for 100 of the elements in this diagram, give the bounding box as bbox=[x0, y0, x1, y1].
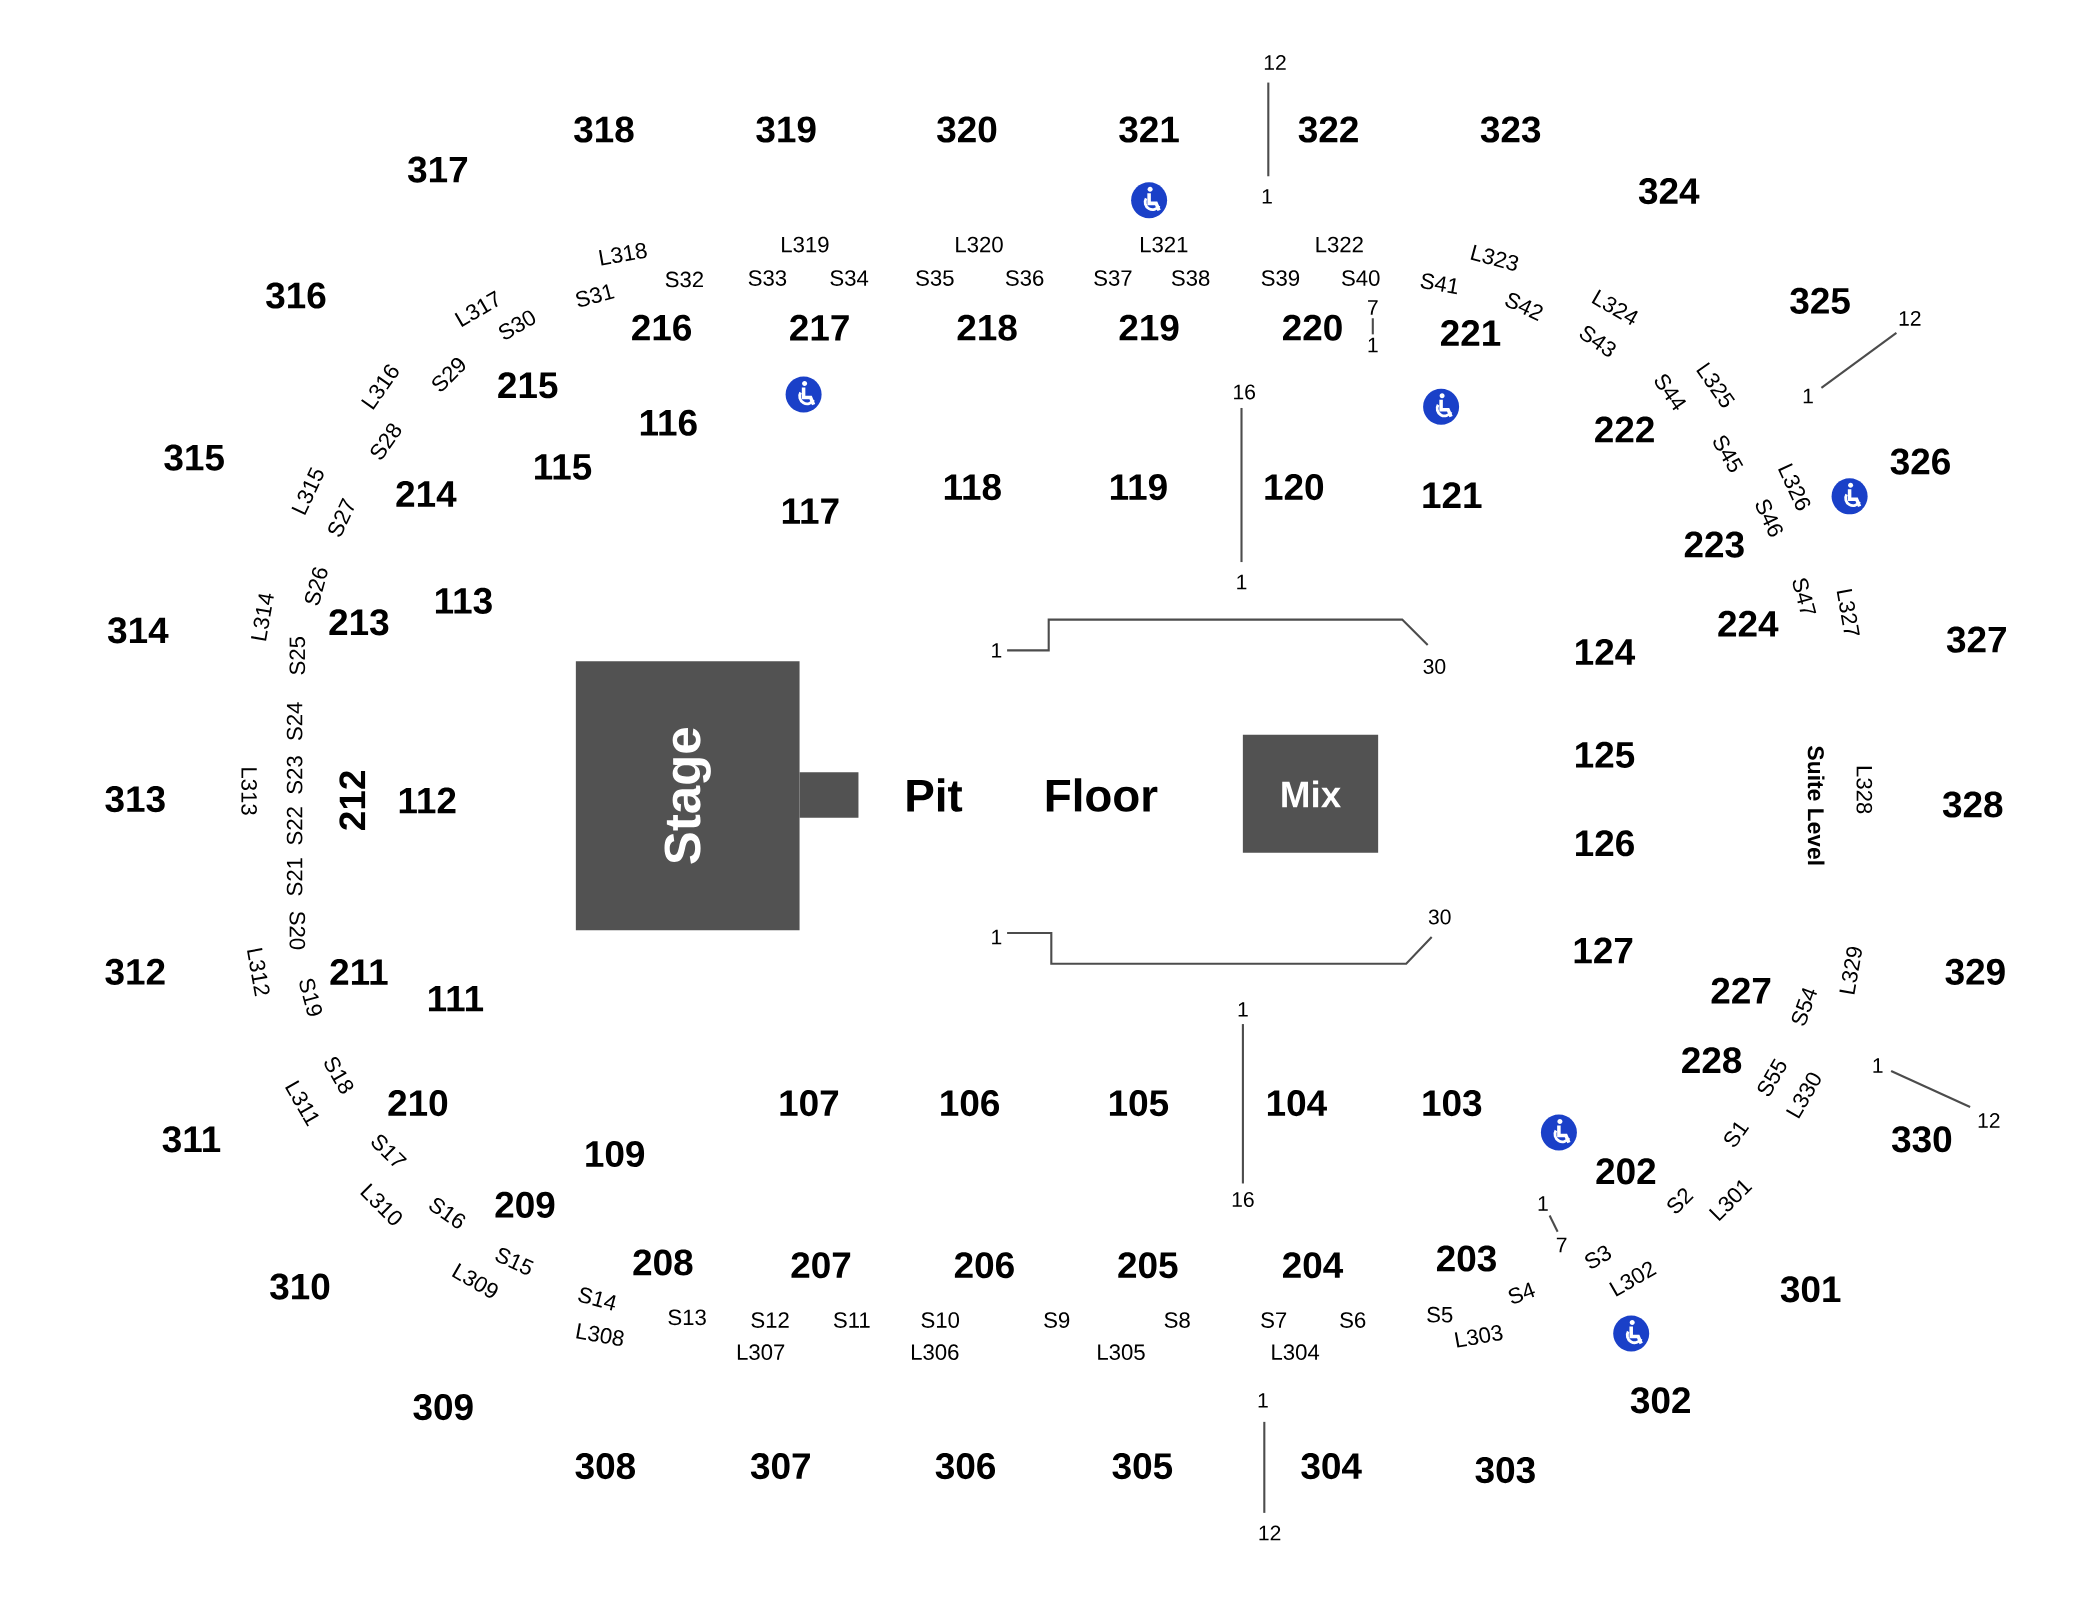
section-label: S2 bbox=[1667, 1188, 1694, 1214]
section-number: 116 bbox=[640, 409, 697, 436]
row-number: 30 bbox=[1428, 909, 1451, 925]
section-label: S21 bbox=[286, 858, 303, 896]
section-number: 308 bbox=[575, 1453, 635, 1480]
section-number: 319 bbox=[756, 116, 816, 143]
section-number: 304 bbox=[1301, 1453, 1362, 1480]
section-label: L308 bbox=[576, 1323, 624, 1346]
section-number: 211 bbox=[330, 959, 388, 985]
section-number: 205 bbox=[1118, 1252, 1178, 1279]
section-number: 222 bbox=[1595, 416, 1654, 443]
section-label: S41 bbox=[1420, 273, 1457, 295]
section-label: S6 bbox=[1340, 1312, 1366, 1328]
section-label: S1 bbox=[1724, 1122, 1750, 1147]
section-number: 113 bbox=[435, 587, 492, 614]
row-number: 12 bbox=[1264, 55, 1286, 70]
row-number: 1 bbox=[1368, 337, 1378, 353]
section-label: S13 bbox=[668, 1309, 706, 1326]
section-number: 106 bbox=[941, 1090, 1000, 1117]
section-label: S17 bbox=[371, 1134, 407, 1167]
section-label: L320 bbox=[956, 236, 1003, 253]
area-label: Suite Level bbox=[1807, 746, 1825, 865]
row-number: 1 bbox=[992, 643, 1002, 658]
section-number: 315 bbox=[164, 444, 224, 471]
section-number: 311 bbox=[162, 1126, 221, 1153]
section-number: 204 bbox=[1283, 1252, 1344, 1279]
section-label: S9 bbox=[1044, 1312, 1070, 1328]
section-number: 117 bbox=[782, 498, 839, 524]
section-number: 208 bbox=[633, 1249, 693, 1276]
section-label: L303 bbox=[1454, 1325, 1503, 1348]
mix-position-box: Mix bbox=[1242, 734, 1379, 853]
section-number: 210 bbox=[388, 1090, 448, 1117]
section-number: 301 bbox=[1780, 1276, 1841, 1303]
section-number: 224 bbox=[1718, 610, 1779, 637]
section-number: 228 bbox=[1682, 1047, 1742, 1074]
section-number: 321 bbox=[1119, 116, 1179, 143]
row-number: 1 bbox=[1237, 574, 1247, 590]
section-label: S4 bbox=[1508, 1282, 1535, 1304]
stage-block bbox=[799, 772, 859, 818]
row-number: 1 bbox=[1258, 1393, 1268, 1408]
section-number: 217 bbox=[790, 314, 849, 341]
section-label: S42 bbox=[1505, 293, 1543, 321]
section-label: L329 bbox=[1839, 946, 1862, 995]
section-label: L315 bbox=[291, 467, 324, 515]
row-number: 30 bbox=[1423, 659, 1446, 674]
row-number: 7 bbox=[1556, 1237, 1567, 1253]
section-label: S32 bbox=[665, 271, 703, 288]
row-number: 1 bbox=[1873, 1058, 1883, 1073]
section-label: S33 bbox=[748, 270, 787, 286]
section-label: S54 bbox=[1791, 988, 1817, 1026]
section-label: S40 bbox=[1342, 270, 1380, 286]
section-label: S45 bbox=[1713, 435, 1744, 472]
section-label: S24 bbox=[286, 702, 303, 741]
row-number: 12 bbox=[1899, 310, 1921, 326]
section-number: 312 bbox=[105, 958, 165, 985]
section-number: 221 bbox=[1441, 320, 1501, 346]
section-number: 317 bbox=[407, 156, 468, 183]
section-label: L324 bbox=[1591, 289, 1638, 326]
section-number: 227 bbox=[1711, 977, 1771, 1004]
section-number: 107 bbox=[780, 1090, 839, 1117]
section-label: S14 bbox=[578, 1287, 616, 1311]
section-label: S30 bbox=[499, 310, 536, 340]
section-label: L319 bbox=[782, 236, 829, 253]
section-number: 118 bbox=[944, 474, 1001, 501]
row-number: 16 bbox=[1234, 384, 1255, 400]
section-label: L318 bbox=[599, 242, 647, 266]
section-number: 318 bbox=[574, 116, 634, 143]
section-number: 112 bbox=[399, 787, 456, 814]
section-number: 306 bbox=[935, 1453, 996, 1480]
section-number: 216 bbox=[632, 314, 692, 341]
section-number: 307 bbox=[750, 1453, 810, 1480]
section-label: S7 bbox=[1261, 1312, 1287, 1328]
section-number: 120 bbox=[1265, 474, 1324, 501]
section-number: 202 bbox=[1596, 1158, 1656, 1185]
section-number: 219 bbox=[1119, 314, 1179, 341]
section-number: 103 bbox=[1423, 1090, 1482, 1117]
section-number: 109 bbox=[586, 1140, 645, 1168]
section-label: S25 bbox=[289, 637, 306, 675]
section-label: S47 bbox=[1792, 578, 1817, 614]
section-number: 326 bbox=[1890, 448, 1950, 475]
section-number: 320 bbox=[937, 116, 997, 143]
area-label: Floor bbox=[1046, 778, 1158, 812]
section-label: S19 bbox=[299, 978, 322, 1016]
row-number: 1 bbox=[1803, 388, 1813, 404]
row-number: 1 bbox=[1262, 189, 1272, 204]
section-number: 124 bbox=[1576, 638, 1636, 665]
section-label: S36 bbox=[1005, 270, 1044, 286]
section-label: L322 bbox=[1316, 236, 1363, 253]
section-number: 212 bbox=[339, 771, 366, 830]
row-number: 1 bbox=[992, 929, 1002, 945]
section-number: 330 bbox=[1891, 1126, 1952, 1153]
section-number: 121 bbox=[1423, 482, 1482, 508]
section-number: 105 bbox=[1109, 1090, 1169, 1117]
section-number: 206 bbox=[954, 1252, 1014, 1279]
section-number: 215 bbox=[498, 372, 558, 399]
section-label: S28 bbox=[370, 423, 402, 460]
section-number: 126 bbox=[1576, 830, 1634, 857]
row-number: 12 bbox=[1259, 1525, 1281, 1541]
section-label: S23 bbox=[286, 756, 303, 794]
section-number: 111 bbox=[428, 986, 484, 1012]
